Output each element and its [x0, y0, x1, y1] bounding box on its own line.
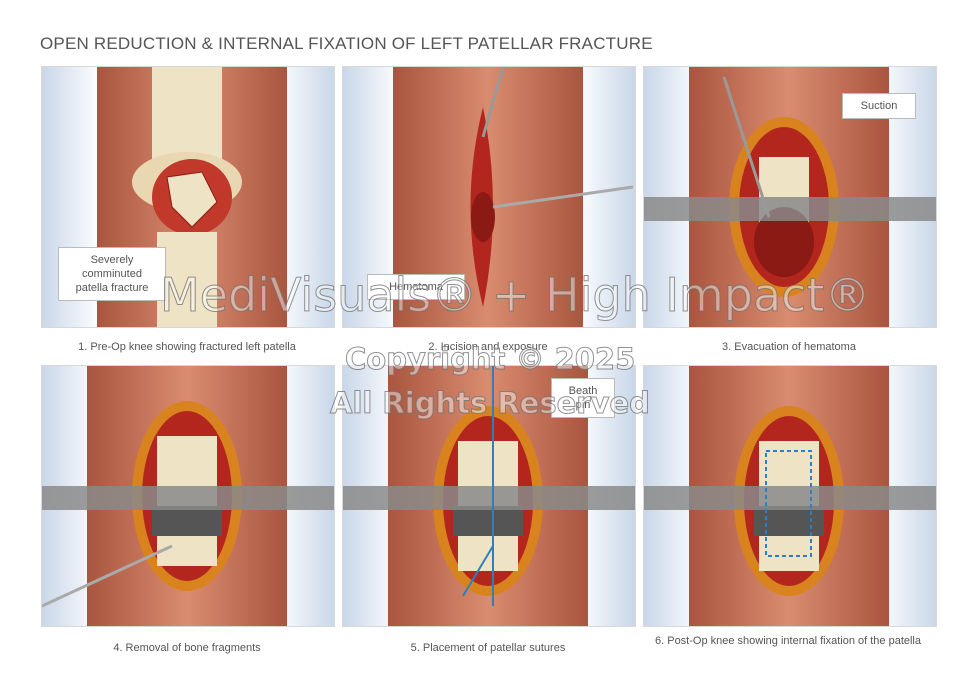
watermark-rights: All Rights Reserved [330, 386, 651, 421]
panel-3-caption: 3. Evacuation of hematoma [722, 341, 856, 353]
panel-1-caption: 1. Pre-Op knee showing fractured left pa… [78, 341, 296, 353]
watermark-copyright: Copyright © 2025 [344, 342, 636, 377]
panel-3-evacuation: Suction [643, 66, 937, 328]
internal-fixation-illustration [644, 366, 936, 626]
panel-5-caption: 5. Placement of patellar sutures [410, 642, 566, 654]
panel-4-caption: 4. Removal of bone fragments [113, 642, 261, 654]
callout-label: Hematoma [367, 274, 465, 300]
callout-label: Beath pin [551, 378, 615, 418]
panel-1-preop-knee: Severely comminuted patella fracture [41, 66, 335, 328]
callout-label: Suction [842, 93, 916, 119]
panel-6-postop [643, 365, 937, 627]
callout-label: Severely comminuted patella fracture [58, 247, 166, 301]
panel-2-caption: 2. Incision and exposure [428, 341, 548, 353]
page-title: OPEN REDUCTION & INTERNAL FIXATION OF LE… [40, 34, 653, 53]
panel-6-caption: 6. Post-Op knee showing internal fixatio… [655, 635, 921, 647]
panel-4-fragment-removal [41, 365, 335, 627]
watermark-brand: MediVisuals® + High Impact® [159, 268, 871, 323]
fragment-removal-illustration [42, 366, 334, 626]
panel-5-sutures: Beath pin [342, 365, 636, 627]
suture-placement-illustration [343, 366, 635, 626]
panel-2-incision: Hematoma [342, 66, 636, 328]
